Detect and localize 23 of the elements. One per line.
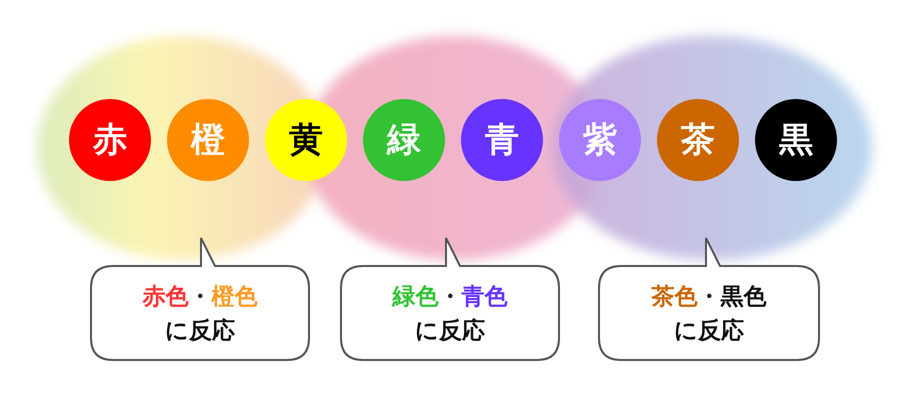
circle-label: 赤 (93, 123, 127, 157)
color-word: 黒色 (720, 286, 766, 309)
color-word: 橙色 (212, 286, 258, 309)
color-word: 赤色 (142, 286, 188, 309)
separator-dot: ・ (188, 286, 212, 309)
color-word: 青色 (462, 286, 508, 309)
bubble-text: に反応 (165, 320, 235, 343)
circle-label: 紫 (583, 123, 617, 157)
color-word: 茶色 (652, 286, 698, 309)
color-word: 緑色 (392, 286, 438, 309)
circle-label: 緑 (387, 123, 421, 157)
bubble-text: に反応 (674, 320, 744, 343)
speech-bubble (598, 236, 820, 362)
separator-dot: ・ (438, 286, 462, 309)
circle-label: 黒 (779, 123, 813, 157)
circle-label: 青 (485, 123, 519, 157)
circle-label: 黄 (289, 123, 323, 157)
bubble-text: に反応 (415, 320, 485, 343)
circle-label: 橙 (191, 123, 225, 157)
speech-bubble (90, 236, 310, 362)
speech-bubble (340, 236, 560, 362)
circle-label: 茶 (681, 123, 715, 157)
separator-dot: ・ (698, 286, 720, 309)
